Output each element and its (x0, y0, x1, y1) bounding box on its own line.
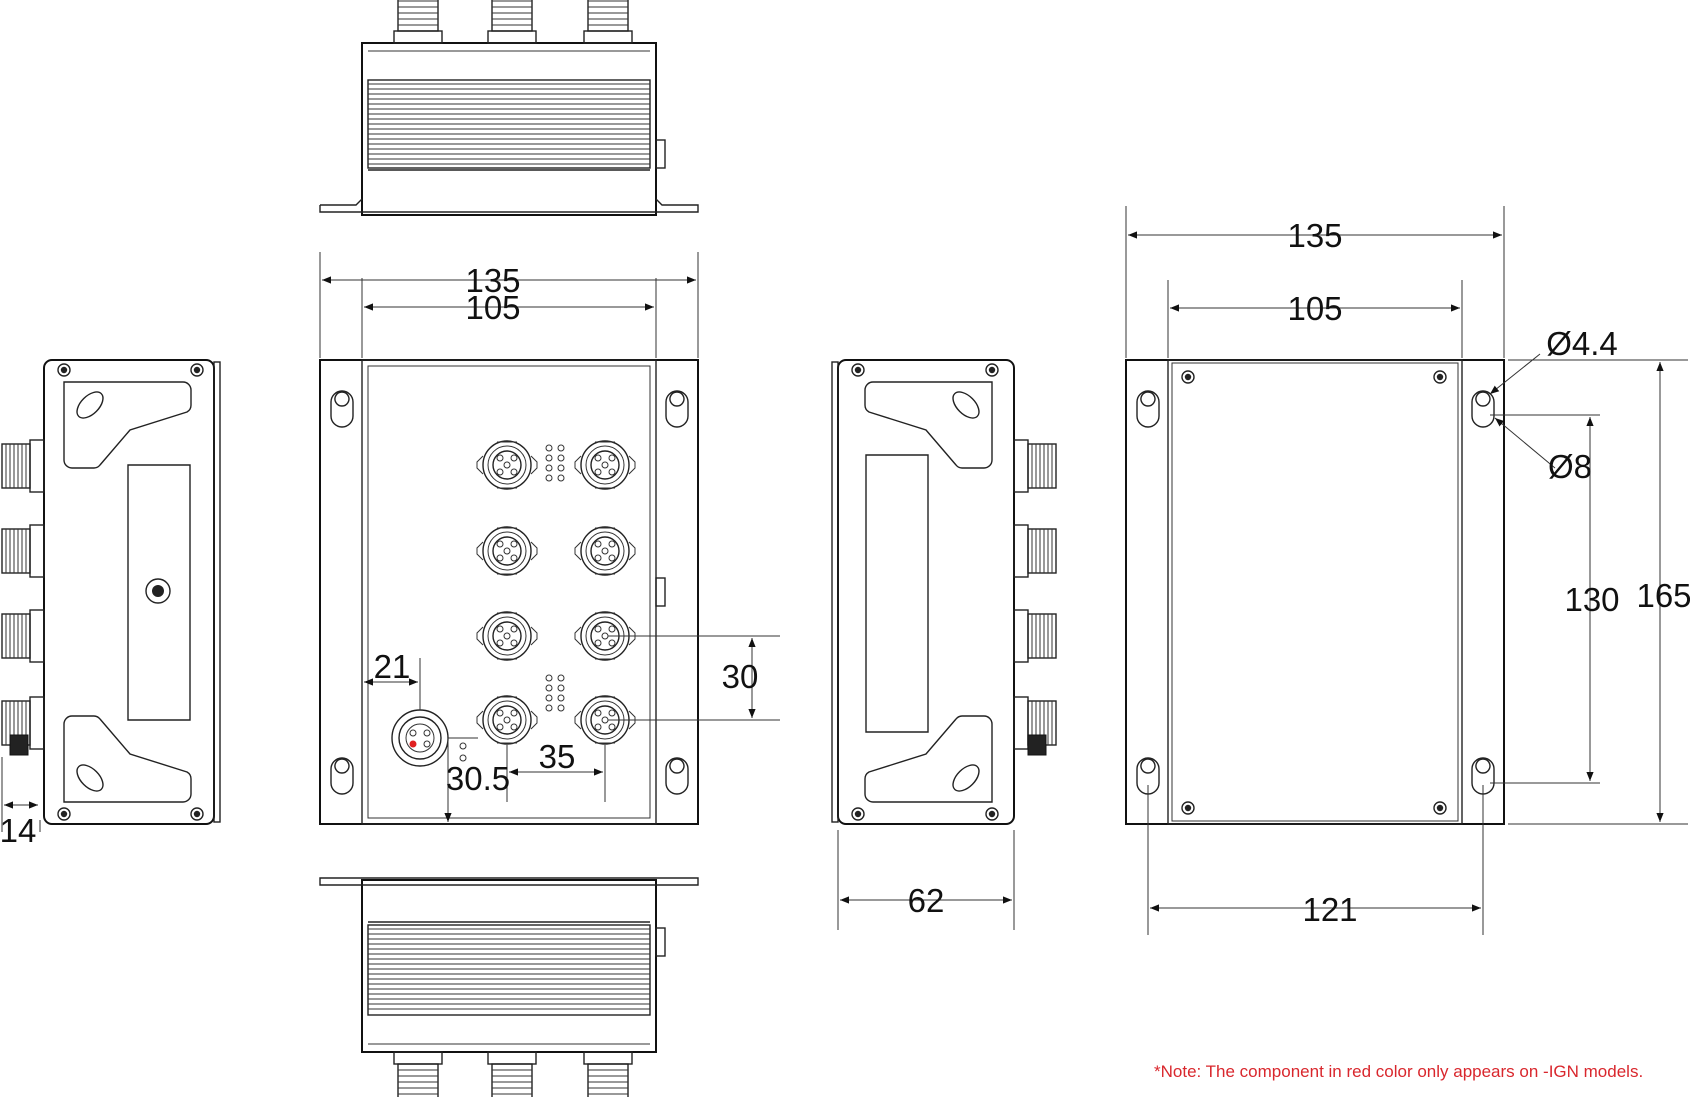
dim-hole-pitch-h: 121 (1302, 891, 1357, 928)
dim-power-offset-y: 30.5 (446, 760, 510, 797)
dim-back-width-outer: 135 (1287, 217, 1342, 254)
left-dimensions: 14 (0, 757, 41, 849)
bottom-view (319, 877, 699, 1097)
back-view (1125, 359, 1505, 825)
power-connector (391, 709, 449, 767)
dim-back-width-inner: 105 (1287, 290, 1342, 327)
dim-hole-large: Ø8 (1548, 448, 1592, 485)
dim-port-pitch-v: 30 (722, 658, 759, 695)
dim-power-offset-x: 21 (374, 648, 411, 685)
back-dimensions: 135 105 Ø4.4 Ø8 130 165 121 (1125, 206, 1690, 935)
dim-front-width-inner: 105 (465, 289, 520, 326)
left-side-view (1, 359, 221, 825)
dim-port-pitch-h: 35 (539, 738, 576, 775)
dim-left-depth: 14 (0, 812, 36, 849)
front-view (319, 359, 699, 825)
dim-right-depth: 62 (908, 882, 945, 919)
right-side-view (831, 359, 1057, 825)
ign-note: *Note: The component in red color only a… (1154, 1062, 1643, 1081)
dim-back-height: 165 (1636, 577, 1690, 614)
top-view (319, 0, 699, 216)
dim-front-width-outer: 135 (465, 262, 520, 299)
right-dimensions: 62 (837, 830, 1015, 930)
dim-hole-small: Ø4.4 (1546, 325, 1618, 362)
front-dimensions: 135 105 30 35 21 30.5 (319, 252, 780, 822)
dim-hole-pitch-v: 130 (1564, 581, 1619, 618)
